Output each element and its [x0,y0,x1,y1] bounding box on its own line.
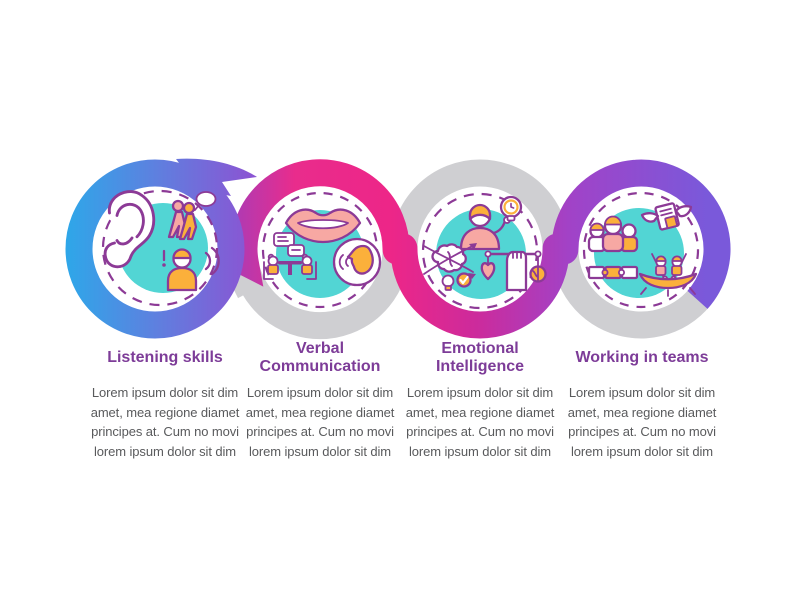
step4-text-block: Working in teams Lorem ipsum dolor sit d… [561,338,723,461]
speaking-profile-icon [332,237,382,287]
step1-icon-group [101,189,220,307]
step3-description: Lorem ipsum dolor sit dim amet, mea regi… [405,385,555,459]
pink-ribbon [222,159,731,339]
step1-description: Lorem ipsum dolor sit dim amet, mea regi… [90,385,240,459]
joining-hands-icon [640,202,693,231]
step2-icon-group [261,191,382,309]
step4-icon-group [582,191,700,309]
walking-people-icon [167,191,217,241]
brain-orbit-icon [423,243,477,291]
chat-table-icon [263,232,317,280]
step1-text-block: Listening skills Lorem ipsum dolor sit d… [84,338,246,461]
step1-ring [65,159,245,339]
team-group-icon [587,215,639,253]
idea-bulb-clock-icon [499,195,523,222]
step2-description: Lorem ipsum dolor sit dim amet, mea regi… [245,385,395,459]
step3-icon-group [421,192,547,310]
lips-icon [284,208,362,244]
rowing-boat-icon [638,253,698,297]
step4-description: Lorem ipsum dolor sit dim amet, mea regi… [567,385,717,459]
step1-ring-arrowhead [176,158,257,196]
step4-title: Working in teams [575,348,709,366]
ear-icon [103,190,156,269]
step2-title: Verbal Communication [259,339,381,376]
step1-title: Listening skills [107,348,223,366]
dashed-circle [582,191,700,309]
step3-text-block: Emotional Intelligence Lorem ipsum dolor… [399,338,561,461]
step3-title: Emotional Intelligence [435,339,525,376]
puzzle-strip-icon [587,265,639,280]
gray-ribbon [225,159,719,340]
dashed-circle [101,189,219,307]
step2-text-block: Verbal Communication Lorem ipsum dolor s… [239,338,401,461]
balance-fist-icon [480,250,547,292]
